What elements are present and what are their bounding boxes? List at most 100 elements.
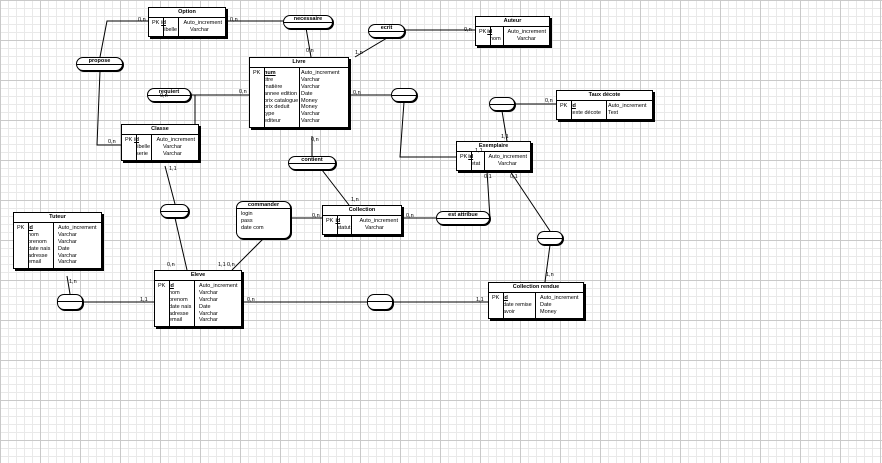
- connector-line: [164, 165, 176, 205]
- attribute-name: email: [28, 259, 42, 266]
- column-separator: [337, 216, 338, 234]
- key-marker: PK: [158, 283, 166, 289]
- relation-ecrit[interactable]: ecrit: [368, 24, 405, 38]
- relation-exemplaire_cr[interactable]: [537, 231, 563, 245]
- attribute-name: id: [571, 103, 576, 109]
- key-marker: [253, 91, 264, 98]
- key-marker: PK: [17, 225, 25, 231]
- attribute-type: Auto_increment: [301, 70, 340, 76]
- relation-eleve_cr[interactable]: [367, 294, 393, 310]
- attribute-name: adresse: [169, 310, 189, 317]
- entity-title: Exemplaire: [457, 142, 530, 152]
- attribute-name: prenom: [169, 296, 188, 303]
- cardinality-label: 0,n: [312, 213, 320, 219]
- column-separator: [264, 68, 265, 128]
- attribute-type: Varchar: [163, 143, 182, 150]
- cardinality-label: 0,n: [160, 93, 168, 99]
- attribute-type: Varchar: [498, 160, 517, 167]
- key-marker: [492, 302, 503, 309]
- relation-tuteur_eleve[interactable]: [57, 294, 83, 310]
- relation-label: [161, 205, 188, 212]
- entity-title: Auteur: [476, 17, 549, 27]
- column-separator: [194, 281, 195, 327]
- relation-livre_exemplaire[interactable]: [391, 88, 417, 102]
- attribute-type: Varchar: [58, 252, 77, 259]
- attribute-name: nom: [490, 35, 501, 42]
- cardinality-label: 1,n: [351, 197, 359, 203]
- attribute-name: id: [28, 225, 33, 231]
- key-marker: PK: [152, 20, 160, 26]
- attribute-type: Auto_increment: [608, 103, 647, 109]
- cardinality-label: 0,n: [406, 213, 414, 219]
- attribute-row: libelle Varchar: [125, 144, 195, 151]
- column-separator: [503, 293, 504, 318]
- cardinality-label: 0,n: [311, 137, 319, 143]
- cardinality-label: 0,1: [510, 174, 518, 180]
- relation-attribute: login: [241, 211, 253, 217]
- relation-requiert[interactable]: requiert: [147, 88, 191, 102]
- column-separator: [169, 281, 170, 327]
- key-marker: PK: [560, 103, 568, 109]
- key-marker: [158, 290, 169, 297]
- attribute-name: id: [169, 283, 174, 289]
- attribute-type: Text: [608, 109, 619, 116]
- attribute-name: date remise: [503, 301, 532, 308]
- relation-propose[interactable]: propose: [76, 57, 123, 71]
- cardinality-label: 0,n: [227, 262, 235, 268]
- key-marker: [560, 110, 571, 117]
- relation-necessaire[interactable]: necessaire: [283, 15, 333, 29]
- attribute-name: prix catalogue: [264, 97, 299, 104]
- cardinality-label: 0,n: [239, 89, 247, 95]
- cardinality-label: 0,n: [108, 139, 116, 145]
- column-separator: [136, 135, 137, 160]
- relation-classe_eleve[interactable]: [160, 204, 189, 218]
- attribute-name: editeur: [264, 118, 281, 125]
- key-marker: [253, 77, 264, 84]
- key-marker: PK: [479, 29, 487, 35]
- key-marker: PK: [492, 295, 500, 301]
- cardinality-label: 1,n: [69, 279, 77, 285]
- attribute-name: libelle: [136, 143, 151, 150]
- relation-label: propose: [77, 58, 122, 65]
- attribute-name: date nais: [28, 245, 51, 252]
- attribute-type: Auto_increment: [156, 137, 195, 143]
- relation-contient[interactable]: contient: [288, 156, 336, 170]
- relation-label: necessaire: [284, 16, 332, 23]
- attribute-type: Varchar: [301, 76, 320, 83]
- attribute-type: Auto_increment: [359, 218, 398, 224]
- cardinality-label: 0,n: [353, 90, 361, 96]
- attribute-type: Varchar: [199, 296, 218, 303]
- key-marker: [253, 104, 264, 111]
- relation-estattribue[interactable]: est attribue: [436, 211, 490, 225]
- relation-taux[interactable]: [489, 97, 515, 111]
- cardinality-label: 1,1: [501, 134, 509, 140]
- column-separator: [484, 152, 485, 170]
- cardinality-label: 0,n: [167, 262, 175, 268]
- entity-title: Classe: [122, 125, 198, 135]
